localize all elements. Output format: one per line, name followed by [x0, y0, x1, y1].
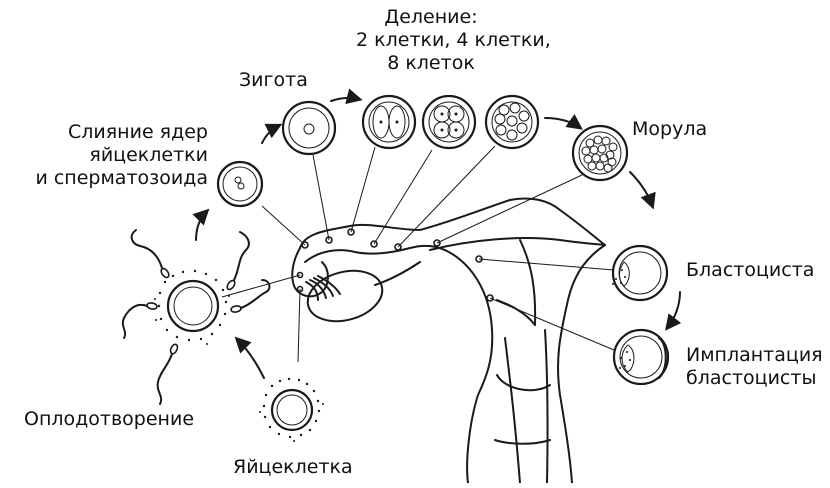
egg-cell [259, 378, 324, 442]
fusion-label-line-3: и сперматозоида [15, 167, 208, 190]
sequence-arrows [196, 98, 680, 378]
fusion-cell [218, 162, 262, 206]
blastocyst-cell [612, 246, 667, 300]
two-cell-embryo [363, 96, 415, 148]
uterus-illustration [300, 198, 605, 483]
zygote-cell [283, 102, 335, 154]
implantation-label: Имплантация бластоцисты [686, 344, 823, 390]
implantation-label-line-1: Имплантация [686, 344, 823, 367]
implantation-cell [614, 330, 668, 384]
fertilization-label: Оплодотворение [24, 408, 194, 431]
leader-lines [222, 146, 614, 362]
division-label-line-1: Деление: [356, 6, 506, 29]
fusion-label: Слияние ядер яйцеклетки и сперматозоида [15, 121, 208, 190]
fertilization-illustration [123, 230, 270, 404]
ovary-illustration [292, 248, 420, 329]
uterus-outline [445, 250, 492, 483]
egg-label: Яйцеклетка [233, 456, 353, 479]
division-label-line-3: 8 клеток [356, 52, 506, 75]
division-label-line-2: 2 клетки, 4 клетки, [356, 29, 506, 52]
eight-cell-embryo [486, 96, 538, 148]
fusion-label-line-1: Слияние ядер [15, 121, 208, 144]
implantation-label-line-2: бластоцисты [686, 367, 823, 390]
blastocyst-label: Бластоциста [686, 259, 814, 282]
zygote-label: Зигота [239, 69, 308, 92]
division-label: Деление: 2 клетки, 4 клетки, 8 клеток [356, 6, 506, 75]
morula-label: Морула [632, 118, 707, 141]
fusion-label-line-2: яйцеклетки [15, 144, 208, 167]
tube-embryos [298, 229, 494, 301]
four-cell-embryo [423, 96, 475, 148]
morula-cell [573, 126, 627, 180]
